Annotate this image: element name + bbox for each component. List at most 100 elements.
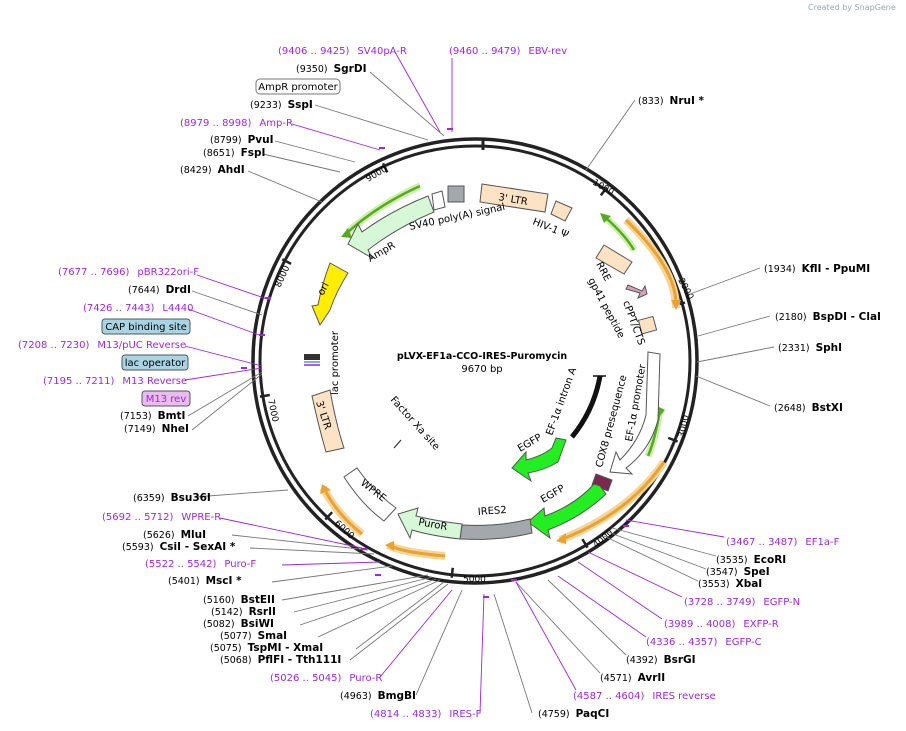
- enzyme-rsrii-name: RsrII: [249, 606, 276, 618]
- orange-arrow-right-head: [671, 300, 681, 310]
- primer-ires-f-range: (4814 .. 4833): [370, 709, 442, 720]
- tick-mark: [667, 436, 679, 443]
- primer-egfp-c-leader: [557, 575, 647, 638]
- enzyme-msci-leader: [271, 565, 393, 583]
- ori-feature: [311, 262, 349, 327]
- hiv-psi-feature: [550, 200, 573, 222]
- enzyme-bspdi-name: BspDI - ClaI: [813, 311, 881, 323]
- enzyme-sspi-position: (9233): [250, 100, 282, 111]
- primer-m13puc-range: (7208 .. 7230): [18, 340, 90, 351]
- enzyme-ahdi-leader: [247, 170, 323, 203]
- primer-wpre-r-range: (5692 .. 5712): [102, 512, 174, 523]
- primer-ef1a-f-leader: [625, 519, 725, 538]
- enzyme-tspmi-name: TspMI - XmaI: [248, 642, 324, 654]
- enzyme-xbai-name: XbaI: [736, 578, 763, 590]
- primer-exfp-r-range: (3989 .. 4008): [664, 619, 736, 630]
- enzyme-bsteii-position: (5160): [203, 595, 235, 606]
- primer-wpre-r-leader: [219, 517, 363, 549]
- gp41-feature: [625, 284, 648, 299]
- enzyme-ecori-name: EcoRI: [754, 554, 787, 566]
- enzyme-bsrgi-name: BsrGI: [664, 654, 696, 666]
- m13-rev-box: [141, 390, 191, 407]
- tick-mark: [281, 258, 292, 266]
- enzyme-spei-name: SpeI: [744, 566, 770, 578]
- ltr-top-label: 3' LTR: [497, 192, 528, 208]
- orange-arrow-left-head: [320, 484, 331, 494]
- ires2-feature: [459, 518, 533, 540]
- primer-amp-r-leader: [291, 123, 381, 151]
- enzyme-pflfi-name: PflFI - Tth111I: [258, 654, 342, 666]
- enzyme-smai-position: (5077): [220, 631, 252, 642]
- enzyme-bmgbi-name: BmgBI: [378, 690, 416, 702]
- enzyme-sphi-name: SphI: [816, 342, 842, 354]
- lac-operator-box: [121, 354, 189, 371]
- enzyme-tspmi-position: (5075): [210, 643, 242, 654]
- primer-pbr322ori-f-range: (7677 .. 7696): [58, 267, 130, 278]
- primer-exfp-r-leader: [577, 561, 663, 620]
- enzyme-pvui-position: (8799): [210, 135, 242, 146]
- plasmid-name: pLVX-EF1a-CCO-IRES-Puromycin: [397, 351, 568, 362]
- enzyme-tspmi-leader: [355, 581, 445, 650]
- orange-arrow-bottom-right-head: [556, 533, 566, 544]
- tick-mark: [324, 511, 334, 521]
- m13-rev-label: M13 rev: [146, 394, 187, 405]
- enzyme-fspi-position: (8651): [203, 148, 235, 159]
- enzyme-pflfi-position: (5068): [220, 655, 252, 666]
- tick-mark: [450, 567, 454, 578]
- enzyme-paqci-leader: [493, 593, 533, 714]
- egfp-outer-label: EGFP: [539, 483, 567, 505]
- primer-iresrev-range: (4587 .. 4604): [573, 691, 645, 702]
- enzyme-csii-name: CsiI - SexAI *: [160, 541, 236, 553]
- green-arrow-top-left: [347, 184, 421, 233]
- enzyme-bsrgi-leader: [547, 579, 627, 656]
- enzyme-bsu36i-leader: [194, 489, 289, 498]
- enzyme-csii-position: (5593): [122, 542, 154, 553]
- enzyme-smai-leader: [317, 579, 441, 638]
- position-ticks: [259, 162, 686, 578]
- enzyme-fspi-name: FspI: [241, 147, 266, 159]
- enzyme-paqci-name: PaqCI: [576, 708, 610, 720]
- primer-m13rev-range: (7195 .. 7211): [43, 376, 115, 387]
- cppt-feature: [637, 315, 658, 335]
- enzyme-ecori-position: (3535): [716, 555, 748, 566]
- enzyme-nrui-leader: [585, 99, 636, 171]
- primer-puro-r-leader: [379, 589, 453, 678]
- primer-m13puc-leader: [184, 345, 263, 367]
- enzyme-bmti-name: BmtI: [158, 410, 186, 422]
- enzyme-nrui-name: NruI *: [670, 95, 705, 107]
- primer-m13puc-name: M13/pUC Reverse: [97, 340, 186, 351]
- egfp-inner-feature: [511, 437, 567, 483]
- enzyme-avrii-position: (4571): [600, 673, 632, 684]
- enzyme-drdi-position: (7644): [128, 285, 160, 296]
- primer-ires-f-name: IRES-F: [449, 709, 481, 720]
- lac-promoter-label: lac promoter: [330, 330, 341, 395]
- primer-wpre-r-name: WPRE-R: [181, 512, 221, 523]
- primer-puro-r-name: Puro-R: [349, 673, 382, 684]
- enzyme-drdi-name: DrdI: [166, 284, 191, 296]
- rre-feature: [595, 244, 633, 275]
- enzyme-bmgbi-position: (4963): [340, 691, 372, 702]
- tick-label-3000: 3000: [677, 414, 692, 439]
- ires2-label: IRES2: [477, 505, 507, 518]
- enzyme-bspdi-leader: [697, 315, 771, 337]
- orange-arrow-bottom-right: [564, 461, 666, 540]
- orange-arrow-left: [324, 491, 363, 536]
- enzyme-smai-name: SmaI: [258, 630, 288, 642]
- ori-label: ori: [316, 281, 332, 298]
- enzyme-fspi-leader: [262, 153, 341, 173]
- enzyme-bstxi-position: (2648): [774, 403, 806, 414]
- enzyme-bmgbi-leader: [415, 589, 463, 696]
- ampr-feature: [347, 195, 435, 260]
- enzyme-kfli-name: KflI - PpuMI: [802, 263, 871, 275]
- green-arrow-top-right-head: [600, 213, 611, 223]
- primer-m13rev-name: M13 Reverse: [122, 376, 187, 387]
- enzyme-nhei-leader: [191, 373, 263, 431]
- primer-egfp-c-name: EGFP-C: [725, 637, 761, 648]
- site-labels: (9406 .. 9425)SV40pA-R(9460 .. 9479)EBV-…: [18, 46, 881, 720]
- enzyme-kfli-position: (1934): [764, 264, 796, 275]
- enzyme-bsiwi-position: (5082): [203, 619, 235, 630]
- backbone-inner: [258, 144, 692, 578]
- enzyme-bmti-position: (7153): [120, 411, 152, 422]
- enzyme-bsu36i-position: (6359): [133, 493, 165, 504]
- egfp-inner-label: EGFP: [516, 432, 544, 454]
